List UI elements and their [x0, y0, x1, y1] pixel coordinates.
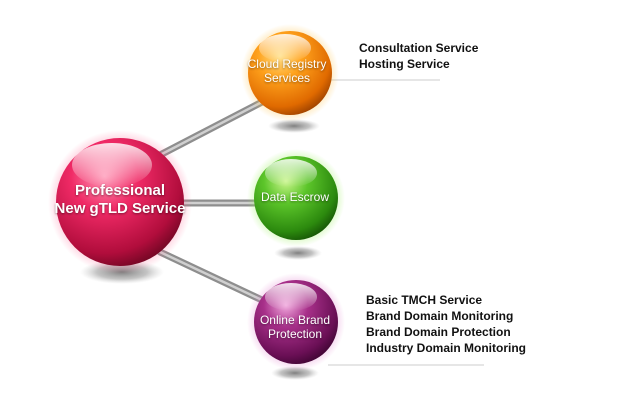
escrow-label-line1: Data Escrow [260, 189, 330, 204]
list-item: Brand Domain Protection [366, 325, 511, 339]
brand-label-line2: Protection [267, 327, 323, 341]
cloud-registry-label: Cloud Registry Services [232, 55, 342, 87]
list-item: Hosting Service [359, 57, 450, 71]
cloud-services-list: Consultation Service Hosting Service [359, 40, 478, 72]
hub-sphere [48, 130, 192, 274]
cloud-label-line1: Cloud Registry [247, 56, 327, 71]
hub-label: Professional New gTLD Service [30, 175, 210, 225]
cloud-sphere [241, 24, 339, 122]
escrow-shadow [274, 246, 322, 260]
escrow-sphere [247, 149, 345, 247]
brand-sphere [247, 273, 345, 371]
cloud-label-line2: Services [263, 71, 310, 85]
online-brand-protection-label: Online Brand Protection [240, 311, 350, 343]
list-item: Brand Domain Monitoring [366, 309, 514, 323]
connector-rods [156, 98, 266, 304]
data-escrow-label: Data Escrow [240, 188, 350, 206]
brand-services-list: Basic TMCH Service Brand Domain Monitori… [366, 292, 526, 356]
hub-label-line1: Professional [74, 182, 166, 199]
brand-label-line1: Online Brand [259, 312, 331, 327]
list-item: Industry Domain Monitoring [366, 341, 526, 355]
list-item: Basic TMCH Service [366, 293, 483, 307]
hub-label-line2: New gTLD Service [54, 200, 186, 217]
cloud-shadow [268, 119, 320, 133]
list-item: Consultation Service [359, 41, 479, 55]
